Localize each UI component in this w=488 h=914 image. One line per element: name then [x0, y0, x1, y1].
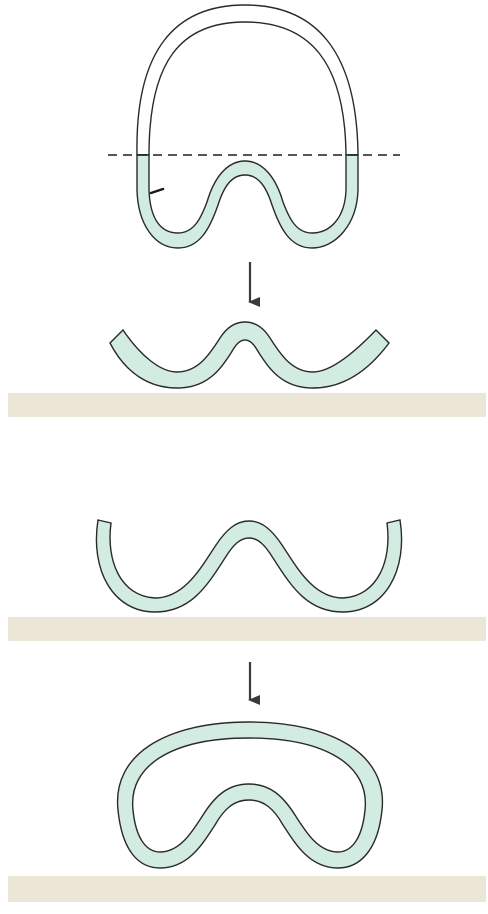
ring-lower-band: [137, 155, 358, 248]
panel-closed-shape: [8, 722, 486, 902]
ring-marker: [151, 189, 163, 193]
panel-cut-segment: [8, 322, 486, 417]
ground-surface-2: [8, 617, 486, 641]
panel-curled-segment: [8, 520, 486, 641]
ring-upper-band: [137, 5, 358, 155]
kidney-shape: [118, 722, 383, 868]
ground-surface-3: [8, 876, 486, 902]
panel-ring: [108, 5, 400, 248]
curled-segment: [96, 520, 401, 612]
wavy-segment: [110, 322, 389, 388]
ground-surface-1: [8, 393, 486, 417]
